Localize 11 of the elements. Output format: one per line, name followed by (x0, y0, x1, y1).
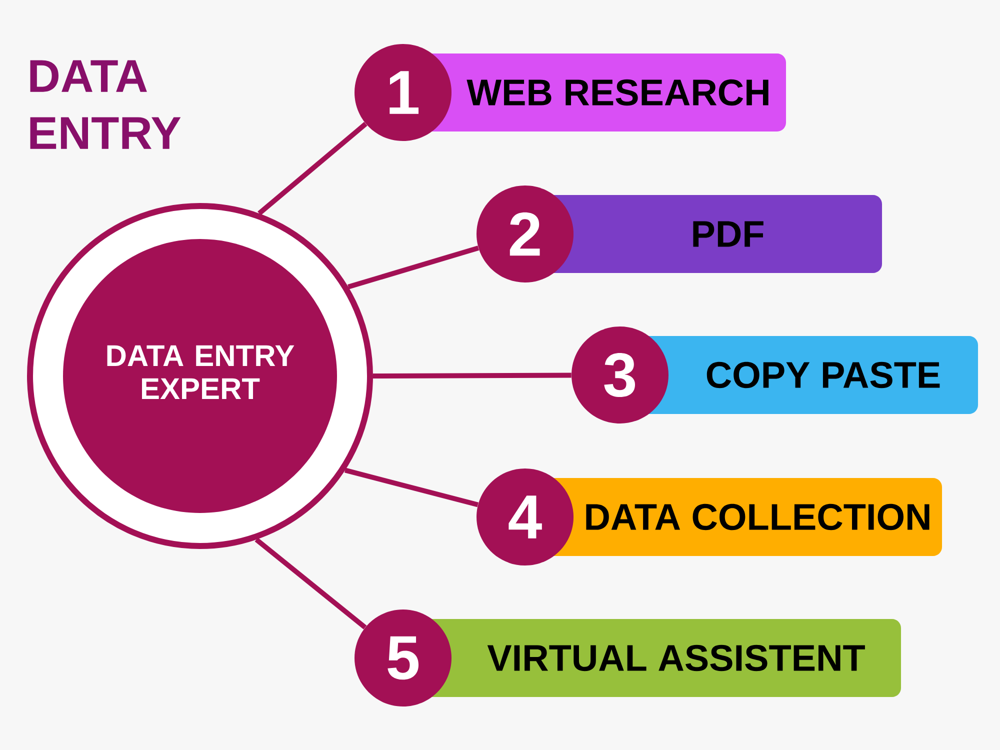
connector-line (258, 122, 368, 216)
connector-line (344, 468, 478, 508)
connector-line (373, 372, 572, 378)
label-bar: VIRTUAL ASSISTENT (431, 619, 901, 697)
title: DATA ENTRY (30, 60, 181, 149)
label-bar: COPY PASTE (648, 336, 978, 414)
label-bar: PDF (553, 195, 882, 273)
connector-line (254, 538, 367, 630)
connector-line (348, 246, 480, 290)
label-bar: WEB RESEARCH (431, 54, 786, 132)
label-bar: DATA COLLECTION (553, 478, 942, 556)
